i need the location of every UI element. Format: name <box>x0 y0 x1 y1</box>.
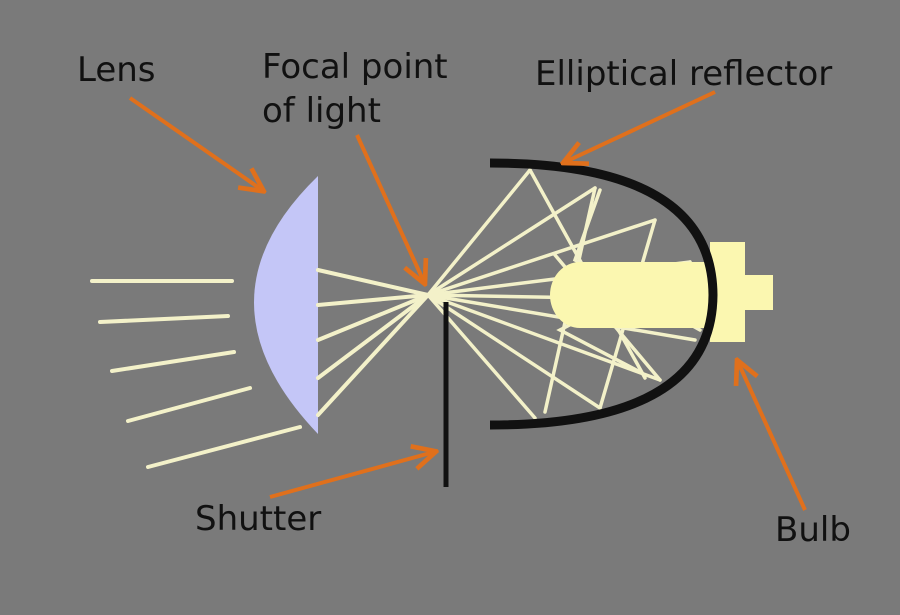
pointer-arrows <box>128 90 807 511</box>
bulb-arrow <box>738 362 807 511</box>
reflector-arrow <box>565 90 716 162</box>
output-beams <box>90 279 302 469</box>
lens-arrow <box>128 96 262 190</box>
focal-point-label-line2: of light <box>262 91 381 131</box>
focal-point-arrow <box>355 134 424 282</box>
focal-point-label-line1: Focal point <box>262 47 448 87</box>
lens-label: Lens <box>77 50 156 90</box>
lens-shape <box>254 176 318 434</box>
shutter-label: Shutter <box>195 499 321 539</box>
elliptical-reflector-label: Elliptical reflector <box>535 54 832 94</box>
bulb-shape <box>550 242 773 342</box>
lens-to-focal-beams <box>316 268 430 417</box>
shutter-arrow <box>269 452 434 499</box>
elliptical-reflector <box>489 158 718 430</box>
bulb-label: Bulb <box>775 510 851 550</box>
